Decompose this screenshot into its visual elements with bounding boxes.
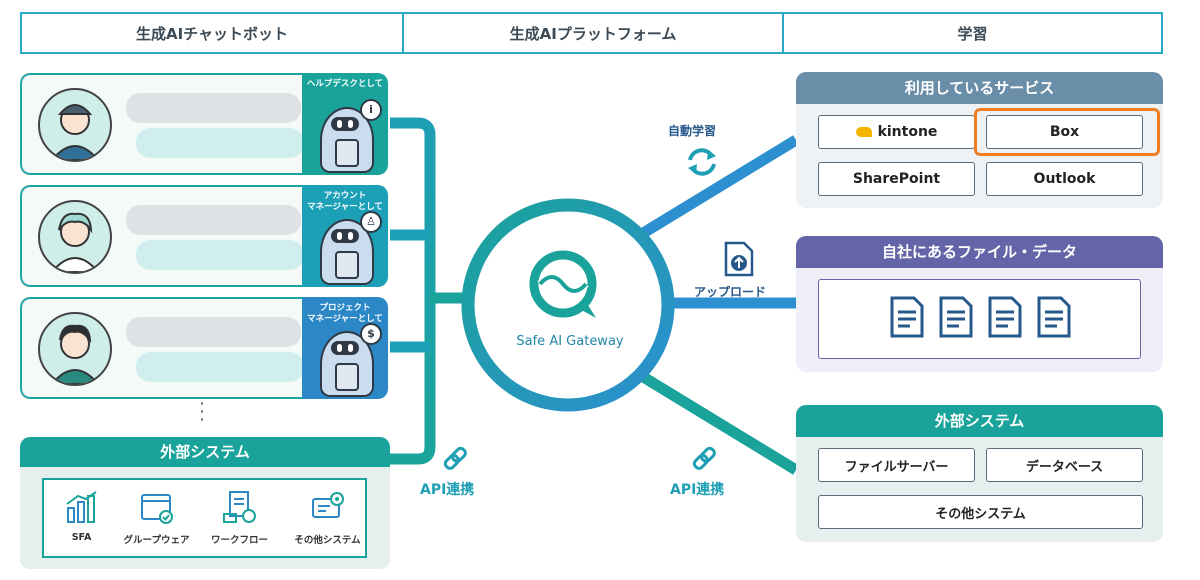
services-panel-title: 利用しているサービス: [796, 72, 1163, 104]
service-outlook[interactable]: Outlook: [986, 162, 1143, 196]
column-header-learning-label: 学習: [957, 24, 988, 43]
chat-bubble-user: [126, 93, 301, 123]
bot-role-label: ヘルプデスクとして: [306, 79, 384, 89]
system-item-label: ワークフロー: [210, 535, 268, 546]
chat-area: [20, 185, 304, 287]
chat-bubble-bot: [136, 128, 304, 158]
chat-area: [20, 297, 304, 399]
column-header-platform-label: 生成AIプラットフォーム: [509, 24, 677, 43]
bot-role-panel: プロジェクトマネージャーとして $: [302, 297, 388, 399]
system-item-groupware: グループウェア: [119, 490, 194, 546]
robot-icon: [320, 219, 374, 285]
chatbot-card-helpdesk: ヘルプデスクとして i: [20, 73, 388, 175]
chat-bubble-bot: [136, 240, 304, 270]
system-file-server-label: ファイルサーバー: [844, 459, 949, 475]
gateway-name: Safe AI Gateway: [516, 334, 624, 349]
service-kintone-label: kintone: [877, 124, 938, 140]
system-item-other: その他システム: [290, 490, 365, 546]
calendar-icon: [139, 490, 175, 524]
services-panel: 利用しているサービス kintone Box SharePoint Outloo…: [796, 72, 1163, 208]
bot-role-label: アカウントマネージャーとして: [307, 191, 383, 212]
service-sharepoint-label: SharePoint: [852, 171, 941, 187]
api-integration-label-right: API連携: [670, 482, 725, 498]
bot-role-label: プロジェクトマネージャーとして: [307, 303, 383, 324]
files-panel-title: 自社にあるファイル・データ: [796, 236, 1163, 268]
api-link-icon-right: [692, 446, 716, 470]
kintone-logo-icon: [855, 127, 872, 137]
chat-bubble-user: [126, 205, 301, 235]
column-header-chatbot: 生成AIチャットボット: [20, 12, 404, 54]
chat-area: [20, 73, 304, 175]
auto-learning-label: 自動学習: [668, 124, 717, 138]
chat-bubble-user: [126, 317, 301, 347]
bot-role-panel: ヘルプデスクとして i: [302, 73, 388, 175]
system-other[interactable]: その他システム: [818, 495, 1143, 529]
system-item-label: その他システム: [294, 535, 361, 546]
document-icon: [939, 296, 973, 338]
api-integration-label-left: API連携: [420, 482, 475, 498]
left-external-system-panel: 外部システム SFA グループウェア ワークフロー その他システム: [20, 437, 390, 569]
bot-role-panel: アカウントマネージャーとして ♙: [302, 185, 388, 287]
system-item-label: SFA: [71, 532, 92, 543]
bar-chart-icon: [64, 490, 100, 524]
document-icon: [1037, 296, 1071, 338]
right-external-system-panel: 外部システム ファイルサーバー データベース その他システム: [796, 405, 1163, 542]
service-outlook-label: Outlook: [1033, 171, 1096, 187]
user-avatar-icon: [38, 88, 112, 162]
user-avatar-icon: [38, 312, 112, 386]
service-kintone[interactable]: kintone: [818, 115, 975, 149]
ring-to-external: [637, 370, 799, 475]
right-external-system-title: 外部システム: [796, 405, 1163, 437]
left-external-system-list: SFA グループウェア ワークフロー その他システム: [42, 478, 367, 558]
refresh-icon: [688, 148, 716, 176]
workflow-document-icon: [222, 490, 258, 524]
system-file-server[interactable]: ファイルサーバー: [818, 448, 975, 482]
left-trunk-line: [390, 117, 436, 465]
system-item-label: グループウェア: [123, 535, 190, 546]
more-items-ellipsis: ···: [199, 394, 205, 429]
info-badge-icon: i: [360, 99, 382, 121]
system-database-label: データベース: [1025, 459, 1104, 475]
service-box[interactable]: Box: [986, 115, 1143, 149]
document-icon: [988, 296, 1022, 338]
system-database[interactable]: データベース: [986, 448, 1143, 482]
column-header-chatbot-label: 生成AIチャットボット: [135, 24, 289, 43]
chat-bubble-bot: [136, 352, 304, 382]
column-header-platform: 生成AIプラットフォーム: [402, 12, 784, 54]
api-link-icon-left: [443, 446, 467, 470]
gateway-ring: [461, 198, 675, 412]
column-header-learning: 学習: [782, 12, 1163, 54]
highlight-box-frame: [974, 108, 1160, 156]
system-item-sfa: SFA: [44, 490, 119, 543]
document-icon: [890, 296, 924, 338]
dollar-badge-icon: $: [360, 323, 382, 345]
person-badge-icon: ♙: [360, 211, 382, 233]
system-item-workflow: ワークフロー: [202, 490, 277, 546]
ring-to-services: [637, 135, 799, 240]
safe-ai-gateway-logo-icon: [529, 250, 597, 318]
chatbot-card-account-manager: アカウントマネージャーとして ♙: [20, 185, 388, 287]
system-settings-icon: [310, 490, 346, 524]
robot-icon: [320, 107, 374, 173]
upload-label: アップロード: [694, 285, 767, 299]
files-container: [818, 279, 1141, 359]
left-external-system-title: 外部システム: [20, 437, 390, 467]
files-panel: 自社にあるファイル・データ: [796, 236, 1163, 372]
system-other-label: その他システム: [935, 506, 1026, 522]
service-sharepoint[interactable]: SharePoint: [818, 162, 975, 196]
user-avatar-icon: [38, 200, 112, 274]
chatbot-card-project-manager: プロジェクトマネージャーとして $: [20, 297, 388, 399]
service-box-label: Box: [1049, 124, 1080, 140]
upload-icon: [724, 241, 754, 277]
